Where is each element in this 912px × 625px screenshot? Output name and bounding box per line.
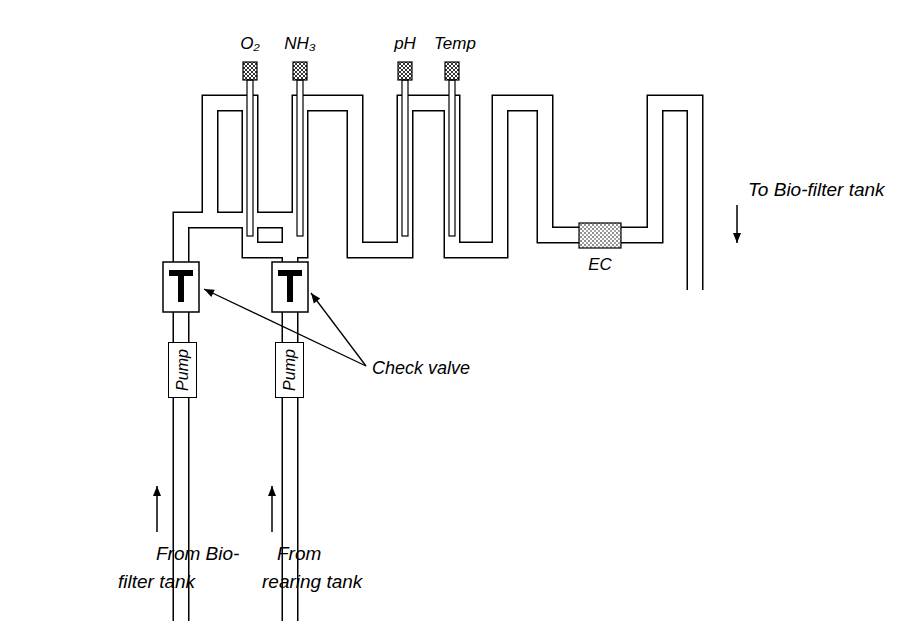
probe-cap xyxy=(293,62,307,80)
flow-arrow xyxy=(736,205,738,243)
sensor-label: EC xyxy=(588,255,612,275)
pump-label: Pump xyxy=(280,349,299,391)
check-valve-left xyxy=(163,262,199,312)
sensor-label: O₂ xyxy=(240,34,260,54)
leader-line xyxy=(311,293,366,366)
probe-stem xyxy=(402,80,408,236)
pump-text-holder: Pump xyxy=(173,349,192,391)
check-valve-body xyxy=(272,262,308,312)
probe-stem xyxy=(297,80,303,236)
probe-cap xyxy=(445,62,459,80)
sensor-label: Temp xyxy=(434,34,476,54)
check-valve-disc xyxy=(278,270,302,276)
check-valve-disc xyxy=(169,270,193,276)
flow-arrow xyxy=(156,486,158,532)
pump-text-holder: Pump xyxy=(280,349,299,391)
probe-stem xyxy=(449,80,455,236)
pump-label: Pump xyxy=(173,349,192,391)
pump-box: Pump xyxy=(168,342,197,398)
probe-stem xyxy=(247,80,253,236)
pump-box: Pump xyxy=(275,342,304,398)
inlet-label: From Bio-filter tank xyxy=(118,540,243,596)
outlet-label: To Bio-filter tank xyxy=(748,179,885,201)
sensor-label: NH₃ xyxy=(284,34,315,54)
ec-sensor xyxy=(579,223,621,248)
callout-label: Check valve xyxy=(372,358,470,379)
sensor-label: pH xyxy=(394,34,416,54)
check-valve-stem xyxy=(287,276,293,302)
flow-arrow xyxy=(271,486,273,532)
check-valve-body xyxy=(163,262,199,312)
inlet-label: From rearing tank xyxy=(262,540,377,596)
probe-cap xyxy=(243,62,257,80)
probe-cap xyxy=(398,62,412,80)
check-valve-right xyxy=(272,262,308,312)
check-valve-stem xyxy=(178,276,184,302)
